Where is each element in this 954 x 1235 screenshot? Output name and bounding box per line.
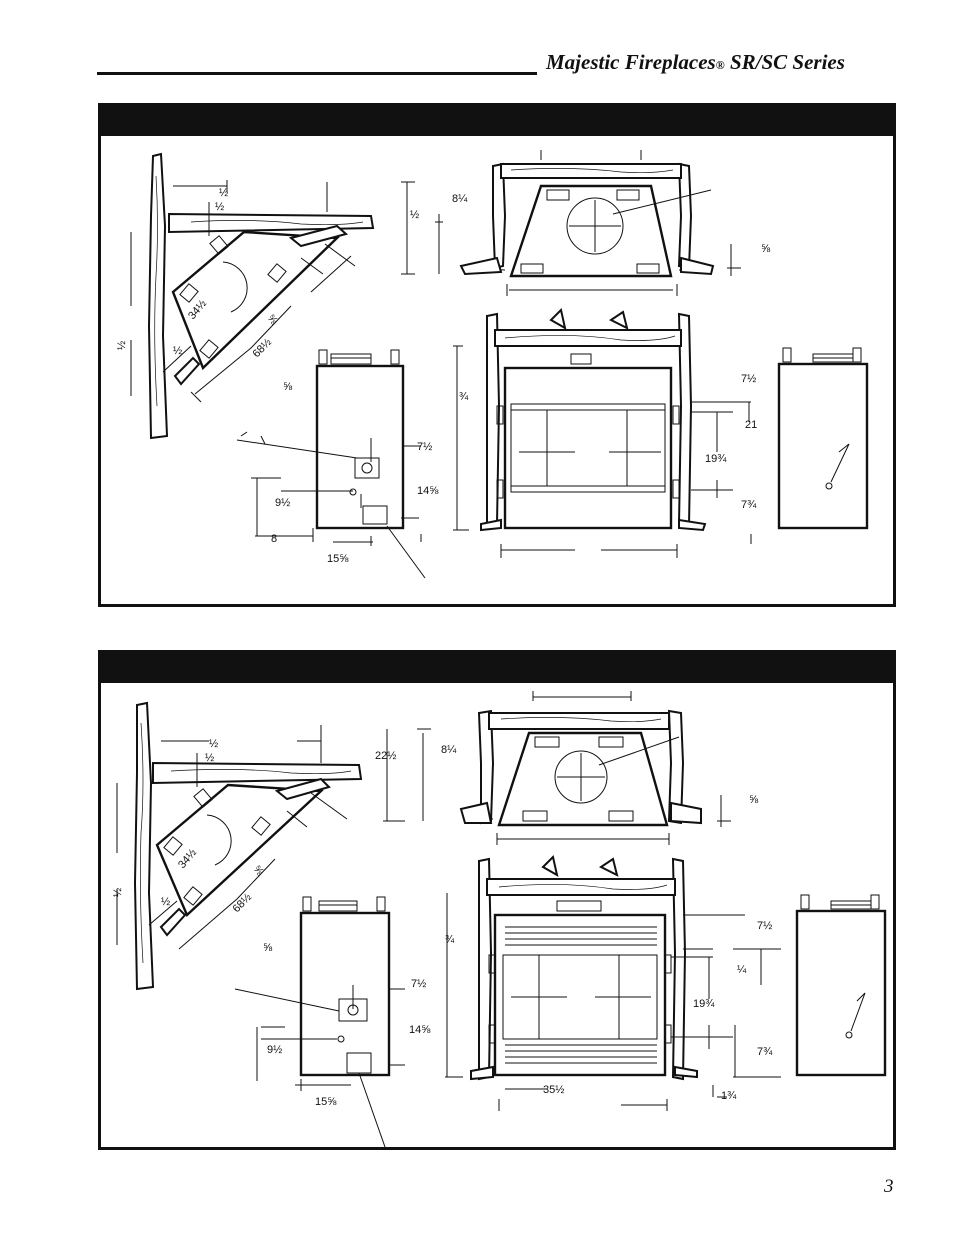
top-view-label-2: ½ bbox=[410, 209, 419, 221]
header-title: Majestic Fireplaces® SR/SC Series bbox=[546, 50, 845, 75]
panel-title-bar bbox=[101, 653, 893, 683]
side-view-label-3: 14⅝ bbox=[417, 485, 439, 497]
side-view-label-1: ⅝ bbox=[263, 942, 273, 954]
top-view-label-2: 8¼ bbox=[441, 744, 457, 756]
front-view-label-5: 7¾ bbox=[741, 499, 757, 511]
side-view-label-2: 7½ bbox=[411, 978, 426, 990]
side-view-label-3: 14⅝ bbox=[409, 1024, 431, 1036]
header-brand: Majestic Fireplaces bbox=[546, 50, 716, 74]
panel-title-bar bbox=[101, 106, 893, 136]
framing-diagram-bottom: ½ ½ 34½ ⅝ 68½ ½ ½ 22½ 8¼ ⅝ bbox=[112, 691, 887, 1147]
corner-label-7: ½ bbox=[161, 896, 170, 908]
side-elevation-view: ⅝ 7½ 14⅝ 9½ 15⅝ bbox=[234, 896, 431, 1147]
side-view-label-1: ⅝ bbox=[283, 381, 293, 393]
top-view-label-1: 8¼ bbox=[452, 193, 468, 205]
side-view-label-2: 7½ bbox=[417, 441, 432, 453]
front-view-label-3: 21 bbox=[745, 419, 757, 431]
corner-label-1: ½ bbox=[209, 738, 218, 750]
front-view-label-6: 35½ bbox=[543, 1084, 564, 1096]
top-plan-view: 8¼ ½ ⅝ bbox=[401, 150, 771, 296]
side-view-label-6: 15⅝ bbox=[327, 553, 349, 565]
corner-label-2: ½ bbox=[215, 201, 224, 213]
corner-label-4: ⅝ bbox=[265, 312, 281, 327]
front-view-label-3: ¼ bbox=[737, 964, 747, 976]
registered-mark: ® bbox=[715, 58, 725, 72]
corner-label-6: ½ bbox=[112, 888, 124, 897]
corner-label-5: 68½ bbox=[251, 336, 275, 360]
corner-label-2: ½ bbox=[205, 752, 214, 764]
header-rule bbox=[97, 72, 537, 75]
front-elevation-view: ¾ 7½ ¼ 19¾ 7¾ 35½ 1¾ bbox=[445, 855, 781, 1111]
diagram-panel-top: ½ ½ 34½ ⅝ 68½ ½ ½ 8¼ ½ ⅝ bbox=[98, 103, 896, 607]
corner-label-3: 34½ bbox=[176, 847, 199, 871]
front-view-label-5: 7¾ bbox=[757, 1046, 773, 1058]
front-view-label-2: 7½ bbox=[741, 373, 756, 385]
corner-label-6: ½ bbox=[116, 341, 128, 350]
side-view-label-5: 15⅝ bbox=[315, 1096, 337, 1108]
front-view-label-1: ¾ bbox=[459, 391, 469, 403]
front-view-label-1: ¾ bbox=[445, 934, 455, 946]
corner-label-7: ½ bbox=[173, 345, 182, 357]
corner-installation-view: ½ ½ 34½ ⅝ 68½ ½ ½ bbox=[112, 701, 363, 991]
front-view-label-2: 7½ bbox=[757, 920, 772, 932]
side-elevation-view: ⅝ 7½ 14⅝ 9½ 8 15⅝ bbox=[236, 349, 439, 579]
front-view-label-4: 19¾ bbox=[705, 453, 727, 465]
top-view-label-1: 22½ bbox=[375, 750, 396, 762]
corner-installation-view: ½ ½ 34½ ⅝ 68½ ½ ½ bbox=[116, 152, 375, 445]
top-view-label-3: ⅝ bbox=[749, 794, 759, 806]
top-plan-view: 22½ 8¼ ⅝ bbox=[375, 691, 759, 845]
side-view-label-4: 9½ bbox=[275, 497, 290, 509]
side-view-label-4: 9½ bbox=[267, 1044, 282, 1056]
right-side-view bbox=[777, 347, 869, 530]
top-view-label-3: ⅝ bbox=[761, 243, 771, 255]
front-view-label-4: 19¾ bbox=[693, 998, 715, 1010]
corner-label-1: ½ bbox=[219, 187, 228, 199]
front-view-label-7: 1¾ bbox=[721, 1090, 737, 1102]
framing-diagram-top: ½ ½ 34½ ⅝ 68½ ½ ½ 8¼ ½ ⅝ bbox=[116, 150, 869, 579]
front-elevation-view: ¾ 7½ 21 19¾ 7¾ bbox=[453, 308, 757, 558]
page-number: 3 bbox=[884, 1176, 894, 1197]
side-view-label-5: 8 bbox=[271, 533, 277, 545]
header-series: SR/SC Series bbox=[729, 50, 845, 74]
corner-label-5: 68½ bbox=[231, 891, 255, 915]
corner-label-4: ⅝ bbox=[251, 863, 267, 878]
diagram-panel-bottom: ½ ½ 34½ ⅝ 68½ ½ ½ 22½ 8¼ ⅝ bbox=[98, 650, 896, 1150]
right-side-view bbox=[795, 894, 887, 1077]
